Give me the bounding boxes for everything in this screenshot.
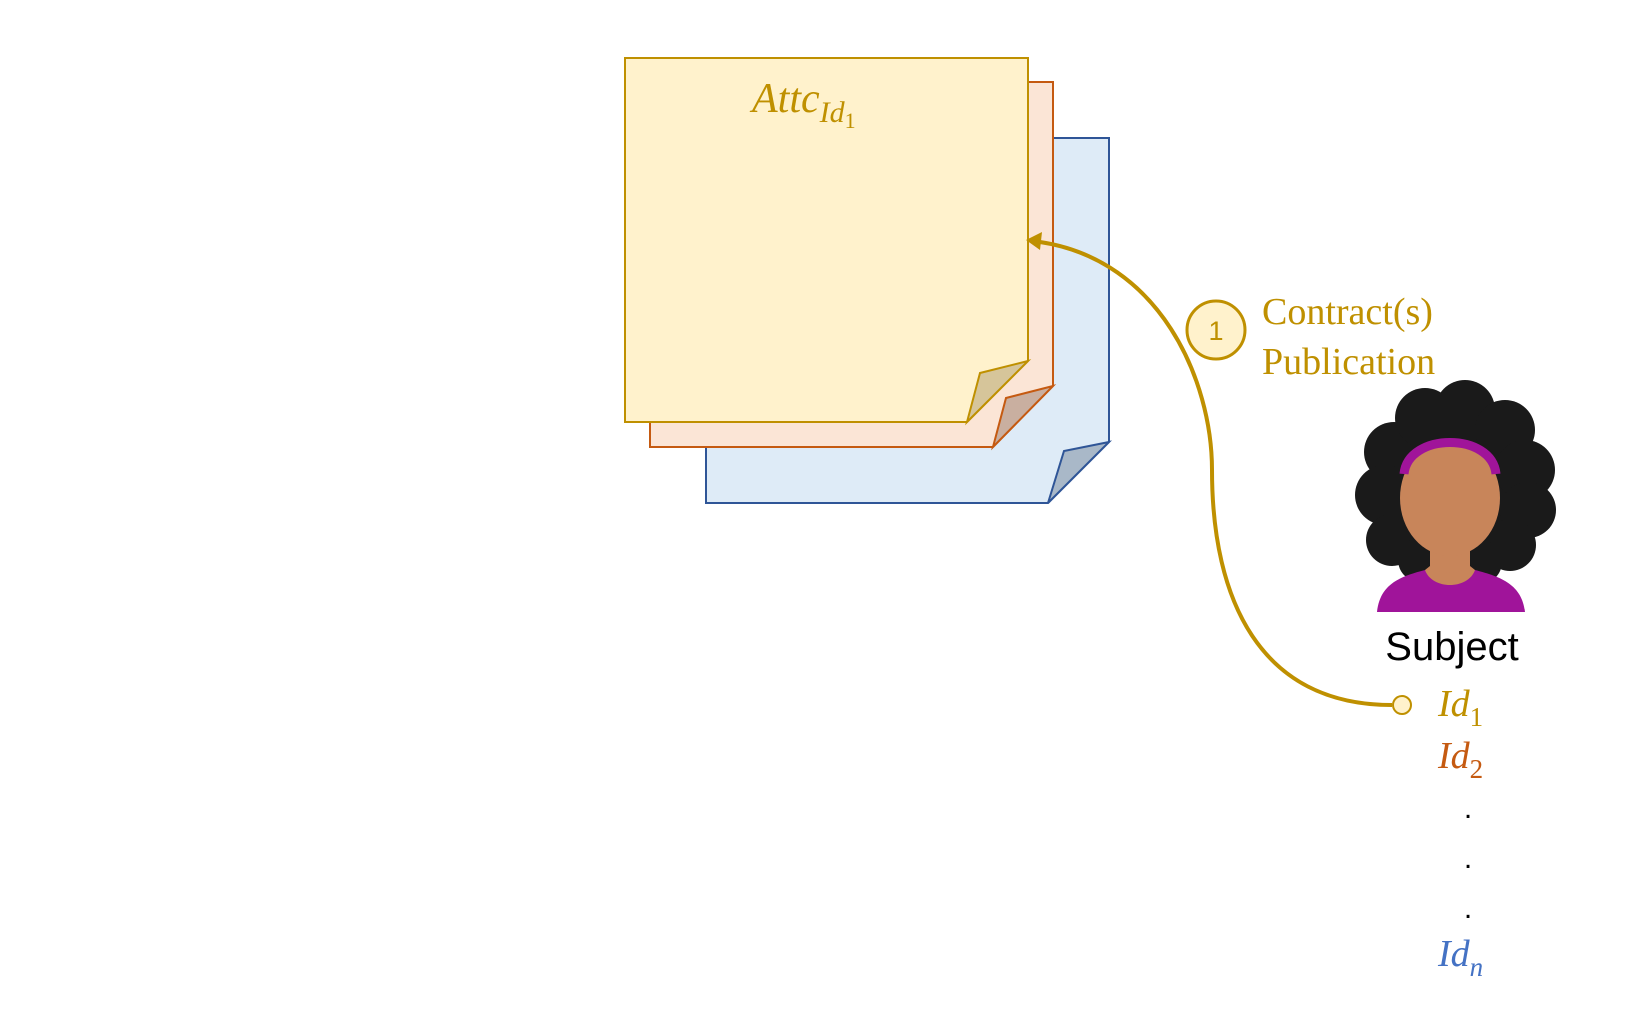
- ellipsis-dot-1: .: [1464, 792, 1472, 825]
- document-title-sub: Id: [819, 96, 846, 129]
- document-title-sub-index: 1: [845, 108, 856, 133]
- document-title-main: Attc: [749, 76, 820, 122]
- subject-label: Subject: [1385, 625, 1518, 669]
- attestation-document-front: [624, 57, 1032, 426]
- subject-id-1: Id1: [1437, 683, 1483, 732]
- subject-id-2: Id2: [1437, 735, 1483, 784]
- step-label-line1: Contract(s): [1262, 291, 1433, 333]
- step-label-line2: Publication: [1262, 341, 1435, 383]
- step-badge: 1: [1185, 299, 1247, 361]
- subject-id-n: Idn: [1437, 933, 1483, 982]
- publication-arrow: [1026, 232, 1412, 715]
- document-title: AttcId1: [749, 76, 856, 133]
- ellipsis-dot-3: .: [1464, 892, 1472, 925]
- subject-avatar: [1355, 380, 1556, 612]
- ellipsis-dot-2: .: [1464, 842, 1472, 875]
- step-number: 1: [1208, 316, 1223, 346]
